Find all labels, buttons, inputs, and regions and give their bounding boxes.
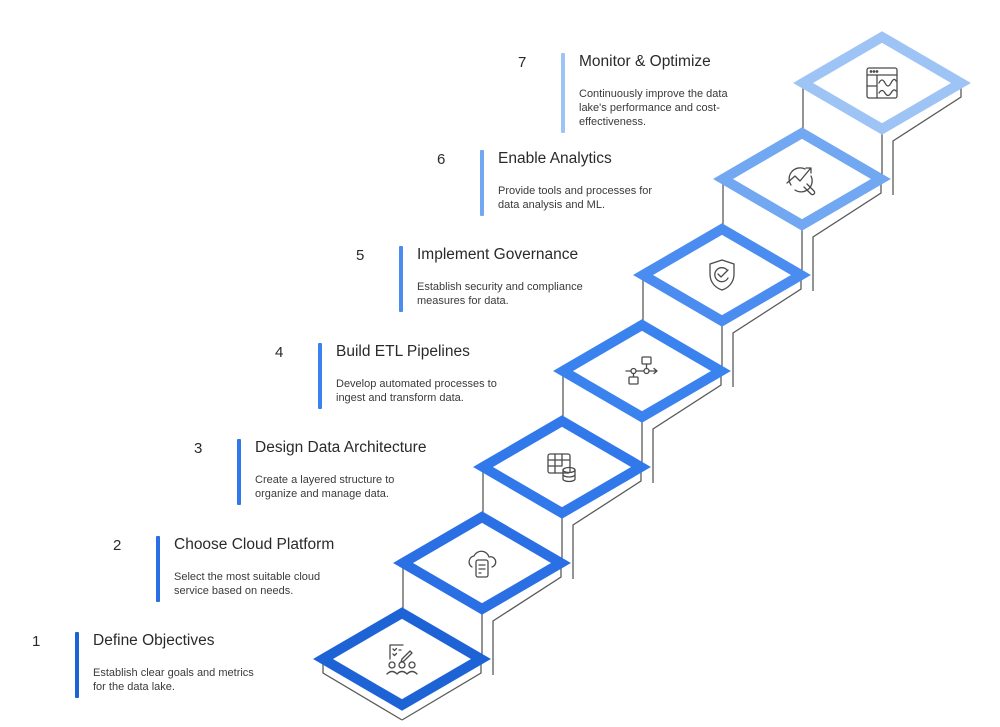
description-line: data analysis and ML.: [498, 198, 606, 211]
step-description: Create a layered structure to organize an…: [255, 473, 455, 501]
dashboard-monitor-icon: [866, 67, 898, 99]
step-7-block: [793, 31, 971, 195]
step-7-platform: [793, 31, 971, 135]
step-riser-face: [643, 275, 722, 371]
step-title: Implement Governance: [417, 246, 579, 263]
step-riser-face: [723, 179, 802, 275]
step-outer-wall: [652, 371, 722, 483]
step-title: Choose Cloud Platform: [174, 535, 335, 553]
description-line: Develop automated processes to: [336, 377, 497, 390]
step-2-platform: [393, 511, 571, 615]
description-line: service based on needs.: [174, 584, 294, 597]
description-line: Create a layered structure to: [255, 474, 395, 486]
step-number: 4: [275, 343, 284, 361]
step-5-block: [633, 223, 811, 387]
step-description: Continuously improve the data lake's perf…: [579, 87, 779, 129]
step-accent-bar: [318, 342, 322, 409]
step-number: 2: [113, 536, 122, 554]
description-line: Establish clear goals and metrics: [93, 667, 254, 679]
description-line: Continuously improve the data: [579, 88, 728, 100]
step-accent-bar: [399, 246, 403, 312]
step-title: Enable Analytics: [498, 149, 612, 167]
description-line: measures for data.: [417, 295, 509, 307]
step-riser-face: [563, 371, 642, 467]
cloud-document-icon: [468, 550, 497, 578]
step-number: 6: [437, 150, 446, 168]
step-number: 7: [518, 54, 527, 71]
step-accent-bar: [480, 149, 484, 216]
step-outer-wall: [572, 467, 642, 579]
description-line: Select the most suitable cloud: [174, 570, 321, 583]
step-outer-wall: [732, 275, 802, 387]
pipeline-flow-icon: [625, 356, 658, 385]
step-description: Establish security and compliance measure…: [417, 280, 617, 308]
step-number: 5: [356, 247, 365, 264]
step-title: Build ETL Pipelines: [336, 342, 470, 360]
step-1-block: [313, 607, 491, 721]
description-line: ingest and transform data.: [336, 391, 464, 404]
description-line: Establish security and compliance: [417, 281, 583, 293]
step-3-block: [473, 415, 651, 579]
shield-check-icon: [709, 259, 735, 291]
description-line: lake's performance and cost-: [579, 102, 720, 114]
step-outer-wall: [492, 563, 562, 675]
step-accent-bar: [237, 439, 241, 505]
step-accent-bar: [75, 632, 79, 698]
step-riser-face: [803, 83, 882, 179]
analytics-search-icon: [786, 167, 816, 196]
step-2-block: [393, 511, 571, 675]
step-riser-face: [403, 563, 482, 659]
step-outer-wall: [812, 179, 882, 291]
description-line: organize and manage data.: [255, 488, 389, 500]
step-title: Monitor & Optimize: [579, 53, 711, 70]
step-number: 3: [194, 440, 203, 457]
step-4-block: [553, 319, 731, 483]
step-title: Define Objectives: [93, 632, 215, 649]
team-goals-checklist-icon: [386, 644, 418, 675]
step-accent-bar: [156, 535, 160, 602]
description-line: Provide tools and processes for: [498, 184, 653, 197]
description-line: effectiveness.: [579, 116, 647, 128]
step-3-platform: [473, 415, 651, 519]
description-line: for the data lake.: [93, 681, 175, 693]
step-6-block: [713, 127, 891, 291]
table-database-icon: [547, 453, 576, 483]
step-description: Establish clear goals and metrics for the…: [93, 666, 293, 694]
step-riser-face: [483, 467, 562, 563]
step-accent-bar: [561, 53, 565, 133]
step-title: Design Data Architecture: [255, 439, 427, 456]
step-5-platform: [633, 223, 811, 327]
step-outer-wall: [892, 83, 962, 195]
step-number: 1: [32, 633, 41, 650]
